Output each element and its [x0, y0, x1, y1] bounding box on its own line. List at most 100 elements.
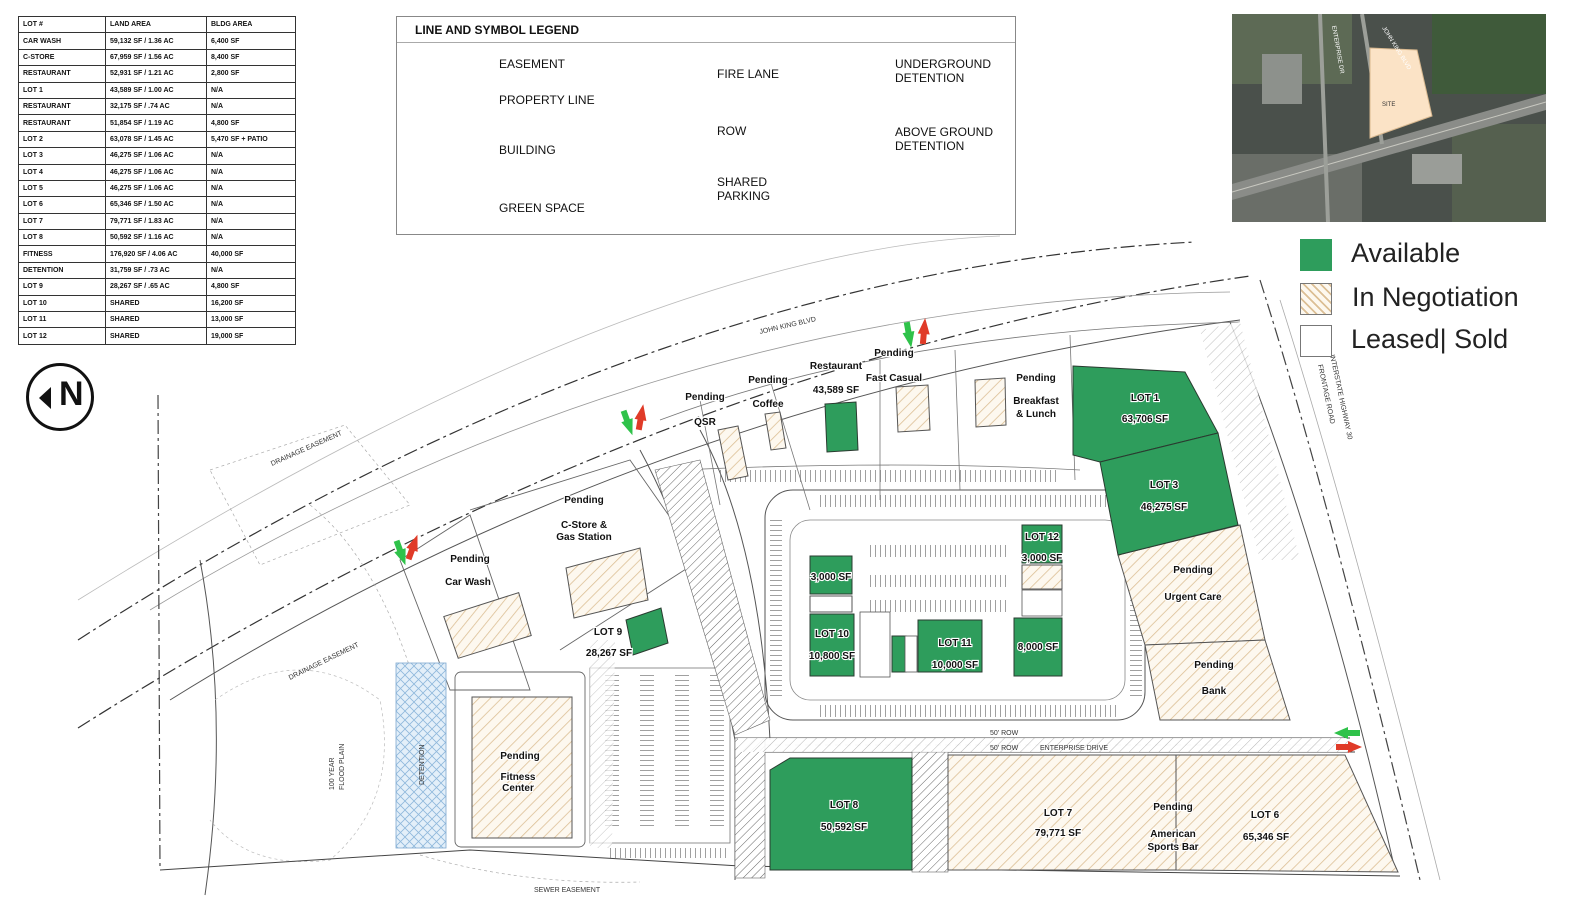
available-parcels [625, 365, 1239, 871]
table-cell: LOT 9 [18, 278, 106, 296]
table-cell: N/A [206, 147, 296, 165]
access-arrows [393, 318, 1362, 753]
table-cell: LOT 3 [18, 147, 106, 165]
lot-12-big-label: 8,000 SF [1018, 642, 1059, 653]
table-cell: LOT 5 [18, 179, 106, 198]
parcel-lot-8 [769, 757, 913, 871]
table-cell: LOT 2 [18, 130, 106, 149]
table-cell: RESTAURANT [18, 114, 106, 132]
table-cell: N/A [206, 196, 296, 214]
table-cell: 40,000 SF [206, 245, 296, 263]
table-cell: 2,800 SF [206, 65, 296, 83]
legend-above-ground-detention: ABOVE GROUND DETENTION [895, 125, 994, 153]
parcel-lot-11 [917, 619, 983, 673]
table-cell: N/A [206, 179, 296, 198]
table-cell: 4,800 SF [206, 114, 296, 132]
table-cell: 176,920 SF / 4.06 AC [105, 245, 207, 263]
parcel-lot-10-mid [809, 595, 853, 613]
lot-10-small-label: 3,000 SF [811, 572, 852, 583]
drainage-label-2: DRAINAGE EASEMENT [288, 641, 361, 681]
parcel-breakfast-lunch [974, 377, 1007, 428]
table-cell: 46,275 SF / 1.06 AC [105, 163, 207, 181]
detention-label: DETENTION [419, 745, 426, 785]
line-symbol-legend: LINE AND SYMBOL LEGEND EASEMENT PROPERTY… [396, 16, 1016, 235]
parcel-qsr [717, 425, 749, 481]
table-cell: 52,931 SF / 1.21 AC [105, 65, 207, 83]
parcel-lot-11-west [891, 635, 907, 673]
table-cell: 5,470 SF + PATIO [206, 130, 296, 149]
table-cell: SHARED [105, 311, 207, 329]
table-cell: N/A [206, 212, 296, 231]
north-label: N [59, 375, 84, 413]
flood-label-2: FLOOD PLAIN [339, 744, 346, 790]
legend-title: LINE AND SYMBOL LEGEND [415, 23, 580, 37]
table-cell: DETENTION [18, 261, 106, 280]
enterprise-label: ENTERPRISE DRIVE [1040, 745, 1108, 752]
table-cell: LOT 12 [18, 327, 106, 345]
table-cell: 4,800 SF [206, 278, 296, 296]
flood-label-1: 100 YEAR [329, 757, 336, 790]
table-cell: 13,000 SF [206, 311, 296, 329]
parcel-lot-12 [1021, 524, 1063, 564]
table-header-row: LOT # LAND AREA BLDG AREA [18, 15, 296, 34]
parcel-lot-12-big [1013, 617, 1063, 677]
table-cell: 79,771 SF / 1.83 AC [105, 212, 207, 231]
aerial-image: SITE ENTERPRISE DR JOHN KING BLVD [1232, 14, 1546, 222]
legend-building: BUILDING [499, 143, 556, 157]
table-cell: 46,275 SF / 1.06 AC [105, 147, 207, 165]
parcel-car-wash [443, 591, 532, 659]
table-cell: 50,592 SF / 1.16 AC [105, 229, 207, 247]
table-cell: N/A [206, 81, 296, 99]
table-cell: FITNESS [18, 245, 106, 263]
table-cell: 16,200 SF [206, 294, 296, 313]
table-cell: 28,267 SF / .65 AC [105, 278, 207, 296]
table-cell: RESTAURANT [18, 65, 106, 83]
aerial-site-label: SITE [1382, 102, 1395, 108]
row-label-1: 50' ROW [990, 730, 1019, 737]
table-cell: 59,132 SF / 1.36 AC [105, 32, 207, 50]
parcel-fast-casual [895, 384, 931, 433]
table-cell: N/A [206, 163, 296, 181]
interstate-label: INTERSTATE HIGHWAY 30 [1328, 354, 1353, 440]
table-cell: 67,959 SF / 1.56 AC [105, 48, 207, 67]
column-header: LOT # [18, 15, 106, 34]
north-arrow-icon [39, 387, 51, 409]
table-cell: 63,078 SF / 1.45 AC [105, 130, 207, 149]
table-cell: LOT 4 [18, 163, 106, 181]
leased-sold-swatch [1300, 325, 1332, 357]
other-structures [859, 589, 1063, 678]
available-swatch [1300, 239, 1332, 271]
table-cell: 51,854 SF / 1.19 AC [105, 114, 207, 132]
parcel-lot-10-small [809, 555, 853, 595]
table-cell: CAR WASH [18, 32, 106, 50]
parcel-lot-10 [809, 613, 855, 677]
available-label: Available [1351, 238, 1461, 268]
